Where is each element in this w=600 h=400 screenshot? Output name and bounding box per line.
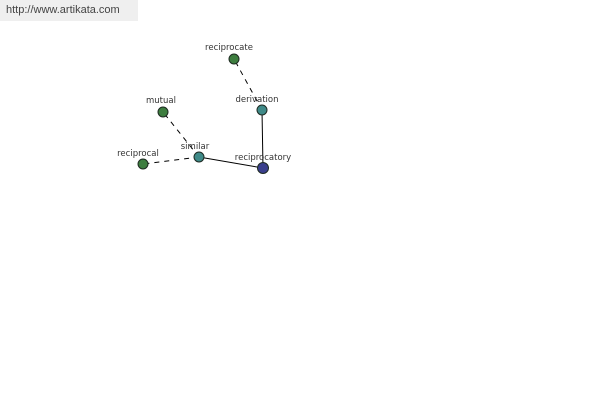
node-label-reciprocal[interactable]: reciprocal xyxy=(117,149,159,159)
node-reciprocate[interactable]: reciprocate xyxy=(205,43,253,65)
node-derivation[interactable]: derivation xyxy=(235,95,279,116)
edge-reciprocatory-similar xyxy=(198,156,264,169)
node-label-reciprocate[interactable]: reciprocate xyxy=(205,43,253,53)
node-mutual[interactable]: mutual xyxy=(146,96,176,118)
edge-reciprocatory-derivation xyxy=(261,109,264,169)
graph-edges xyxy=(142,58,264,169)
node-label-derivation[interactable]: derivation xyxy=(235,95,278,105)
graph-nodes: reciprocatory derivation similar reciprocat… xyxy=(117,43,291,174)
source-url-banner[interactable]: http://www.artikata.com xyxy=(0,0,138,21)
node-label-mutual[interactable]: mutual xyxy=(146,96,176,106)
node-similar[interactable]: similar xyxy=(181,142,210,163)
node-label-similar[interactable]: similar xyxy=(181,142,210,152)
node-circle-reciprocate[interactable] xyxy=(228,53,240,65)
node-label-reciprocatory[interactable]: reciprocatory xyxy=(235,153,291,163)
node-circle-reciprocal[interactable] xyxy=(137,158,149,170)
node-reciprocal[interactable]: reciprocal xyxy=(117,149,159,170)
node-circle-reciprocatory[interactable] xyxy=(257,162,269,174)
node-circle-mutual[interactable] xyxy=(157,106,169,118)
node-circle-derivation[interactable] xyxy=(256,104,268,116)
node-circle-similar[interactable] xyxy=(193,151,205,163)
node-reciprocatory[interactable]: reciprocatory xyxy=(235,153,291,174)
